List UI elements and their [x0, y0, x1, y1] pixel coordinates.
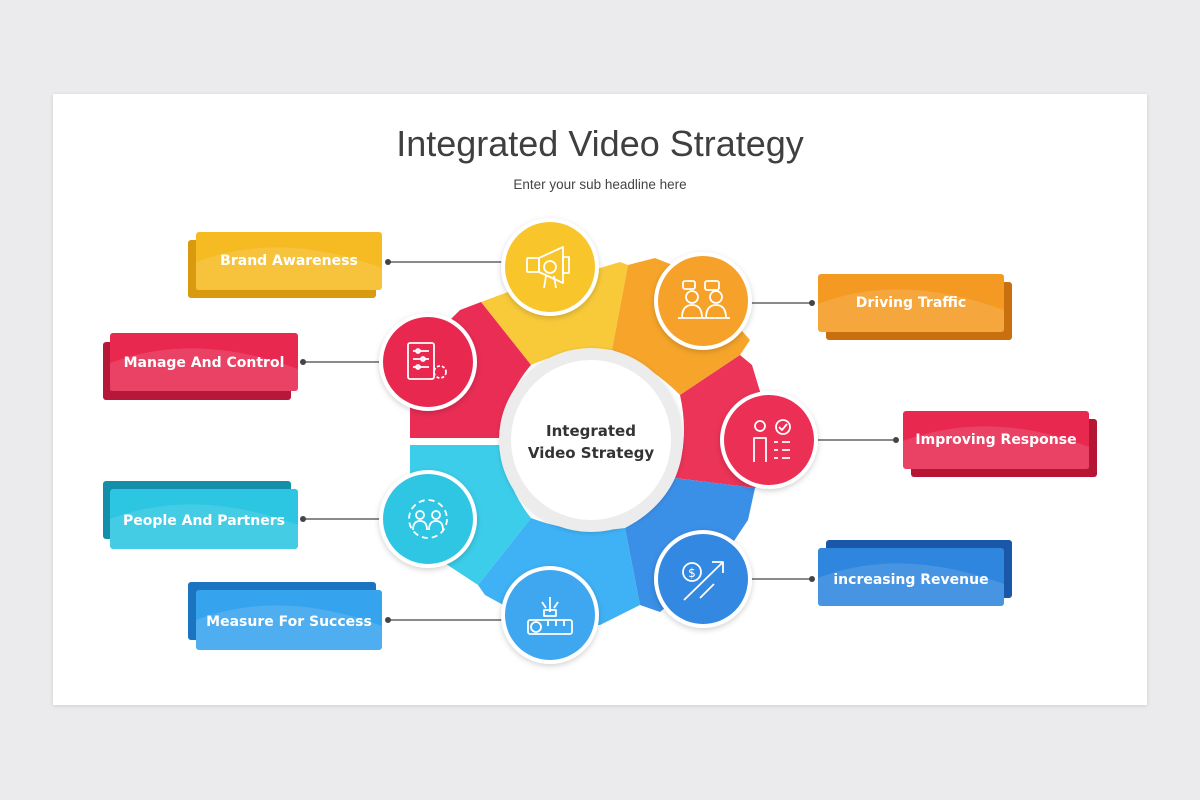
dollar-growth-arrow-icon: $	[682, 561, 724, 601]
slide-title: Integrated Video Strategy	[396, 123, 804, 164]
people-gear-icon	[408, 499, 448, 539]
label-box-driving-traffic: Driving Traffic	[818, 274, 1012, 340]
slide-subtitle: Enter your sub headline here	[513, 177, 686, 192]
icon-circle-measure-for-success	[501, 566, 599, 664]
label-increasing-revenue: increasing Revenue	[833, 572, 988, 588]
svg-text:$: $	[688, 566, 696, 580]
label-driving-traffic: Driving Traffic	[856, 295, 966, 311]
icon-circle-increasing-revenue: $	[654, 530, 752, 628]
label-people-and-partners: People And Partners	[123, 513, 285, 529]
meeting-people-icon	[678, 280, 730, 319]
label-manage-and-control: Manage And Control	[124, 355, 285, 371]
label-box-improving-response: Improving Response	[903, 411, 1097, 477]
icon-circle-improving-response	[720, 391, 818, 489]
connectors	[300, 259, 899, 623]
label-box-increasing-revenue: increasing Revenue	[818, 540, 1012, 606]
label-box-people-and-partners: People And Partners	[103, 481, 298, 549]
icon-circle-people-and-partners	[379, 470, 477, 568]
icon-circle-driving-traffic	[654, 252, 752, 350]
document-gear-icon	[407, 342, 447, 380]
label-brand-awareness: Brand Awareness	[220, 253, 358, 269]
center-hub: Integrated Video Strategy	[499, 348, 683, 532]
label-box-manage-and-control: Manage And Control	[103, 333, 298, 400]
checklist-person-icon	[753, 419, 791, 462]
icon-circle-manage-and-control	[379, 313, 477, 411]
icon-circle-brand-awareness	[501, 218, 599, 316]
label-box-measure-for-success: Measure For Success	[188, 582, 382, 650]
center-title-line1: Integrated	[546, 422, 636, 440]
label-box-brand-awareness: Brand Awareness	[188, 232, 382, 298]
label-measure-for-success: Measure For Success	[206, 614, 372, 630]
label-improving-response: Improving Response	[915, 432, 1076, 448]
center-title-line2: Video Strategy	[528, 444, 654, 462]
measuring-tape-icon	[527, 597, 573, 635]
megaphone-icon	[526, 246, 570, 289]
